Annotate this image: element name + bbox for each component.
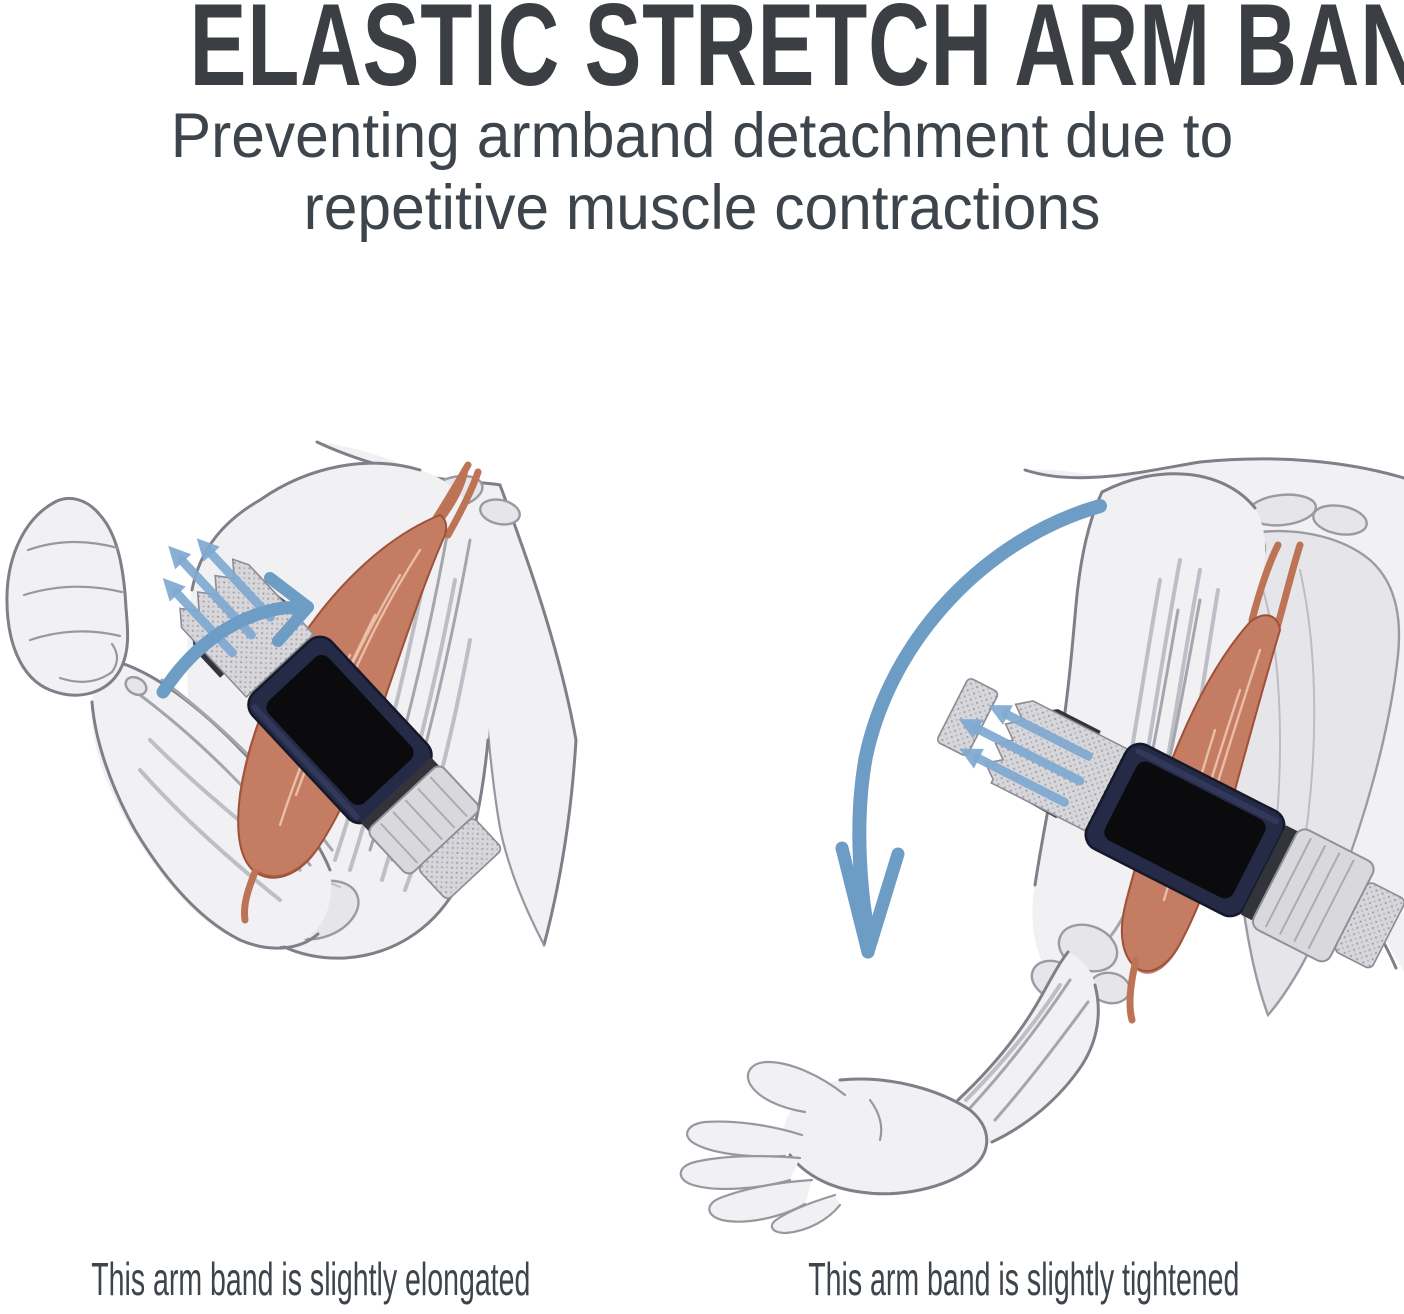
open-hand [679,1060,989,1235]
fist [5,497,130,697]
device-screen [266,654,414,806]
elastic-strap-lower [418,818,502,900]
curved-flex-arrow-icon [156,572,314,699]
elastic-strap-right [1334,882,1404,969]
page-title: ELASTIC STRETCH ARM BAND [189,0,1404,110]
subtitle-line-1: Preventing armband detachment due to [170,101,1234,171]
device-edge-highlight [1135,748,1279,825]
illustration-extended-arm [679,457,1404,1235]
keeper-texture [1264,837,1355,950]
keeper-texture [379,776,468,864]
subtitle-line-2: repetitive muscle contractions [303,173,1101,244]
strap-gap [360,757,440,832]
stretch-arrows-icon [162,538,275,658]
armband-device [162,538,502,900]
caption-left: This arm band is slightly elongated [91,1253,531,1305]
caption-right: This arm band is slightly tightened [808,1253,1240,1305]
stretch-arrows-icon [958,705,1093,807]
strap-loose-end [937,678,999,756]
armband-device [937,678,1404,969]
page-subtitle: Preventing armband detachment due to rep… [28,100,1376,245]
strap-gap [1240,825,1298,921]
illustration-flexed-arm [5,440,578,960]
forearm-bones [968,978,1090,1122]
device-edge-highlight [251,704,360,820]
device-screen [1104,761,1266,899]
forearm [947,950,1100,1145]
curved-extend-arrow-icon [835,499,1107,959]
